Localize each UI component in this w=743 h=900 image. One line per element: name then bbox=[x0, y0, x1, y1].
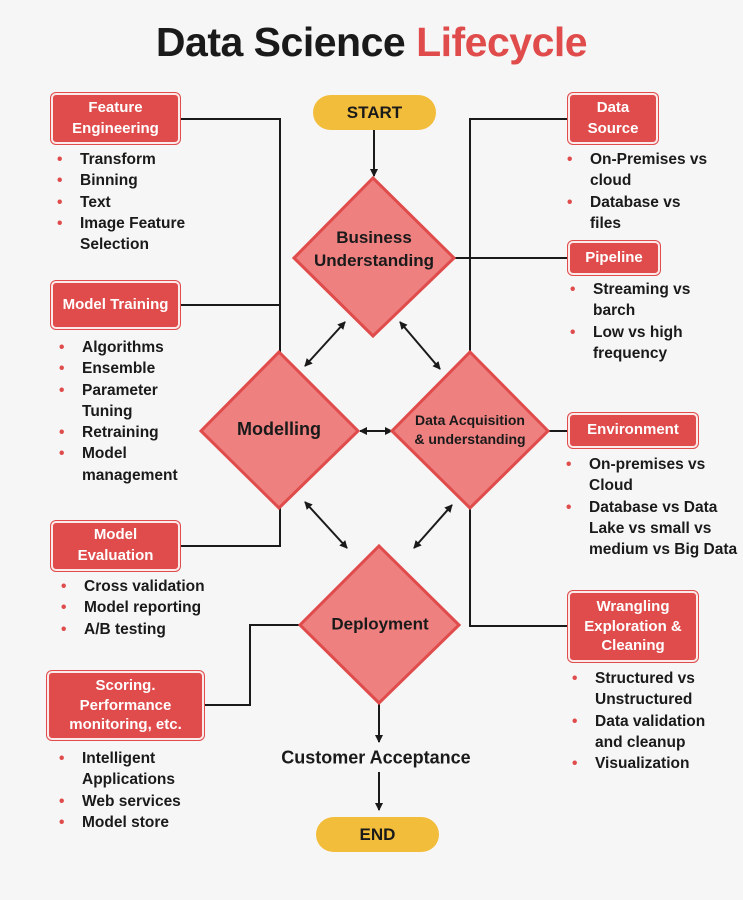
scoring-list: Intelligent Applications Web services Mo… bbox=[55, 748, 181, 833]
pipeline-list: Streaming vs barch Low vs high frequency bbox=[566, 279, 690, 364]
connector-data-source bbox=[469, 118, 568, 352]
environment-box: Environment bbox=[568, 413, 698, 448]
model-evaluation-box: Model Evaluation bbox=[51, 521, 180, 571]
model-training-list: Algorithms Ensemble Parameter Tuning Ret… bbox=[55, 337, 178, 486]
list-item: Cross validation bbox=[57, 576, 205, 598]
business-understanding-label: Business Understanding bbox=[314, 228, 434, 270]
page-title: Data Science Lifecycle bbox=[0, 18, 743, 67]
list-item: Web services bbox=[55, 791, 181, 813]
end-node: END bbox=[316, 817, 439, 852]
list-item: Binning bbox=[53, 170, 185, 192]
data-source-box: Data Source bbox=[568, 93, 658, 144]
list-item: On-Premises vs cloud bbox=[563, 149, 707, 192]
list-item: A/B testing bbox=[57, 619, 205, 641]
list-item: Low vs high frequency bbox=[566, 322, 690, 365]
list-item: Structured vs Unstructured bbox=[568, 668, 705, 711]
list-item: Transform bbox=[53, 149, 185, 171]
list-item: Data validation and cleanup bbox=[568, 711, 705, 754]
list-item: On-premises vs Cloud bbox=[562, 454, 737, 497]
list-item: Retraining bbox=[55, 422, 178, 444]
start-node: START bbox=[313, 95, 436, 130]
arrow-business-acquisition bbox=[399, 321, 441, 370]
wrangling-list: Structured vs Unstructured Data validati… bbox=[568, 668, 705, 775]
arrow-business-modelling bbox=[304, 321, 346, 367]
modelling-label: Modelling bbox=[237, 418, 321, 439]
list-item: Text bbox=[53, 192, 185, 214]
diamond-deployment bbox=[297, 543, 462, 706]
list-item: Intelligent Applications bbox=[55, 748, 181, 791]
list-item: Model management bbox=[55, 443, 178, 486]
customer-acceptance-label: Customer Acceptance bbox=[281, 747, 471, 768]
list-item: Database vs files bbox=[563, 192, 707, 235]
list-item: Visualization bbox=[568, 753, 705, 775]
wrangling-box: Wrangling Exploration & Cleaning bbox=[568, 591, 698, 662]
list-item: Streaming vs barch bbox=[566, 279, 690, 322]
pipeline-box: Pipeline bbox=[568, 241, 660, 275]
deployment-label: Deployment bbox=[331, 614, 429, 634]
diamond-modelling bbox=[198, 349, 361, 511]
title-accent: Lifecycle bbox=[416, 19, 588, 65]
list-item: Ensemble bbox=[55, 358, 178, 380]
list-item: Database vs Data Lake vs small vs medium… bbox=[562, 497, 737, 561]
list-item: Model store bbox=[55, 812, 181, 834]
list-item: Model reporting bbox=[57, 597, 205, 619]
data-source-list: On-Premises vs cloud Database vs files bbox=[563, 149, 707, 234]
connector-wrangling bbox=[469, 508, 568, 627]
arrow-modelling-deployment bbox=[304, 501, 348, 549]
scoring-box: Scoring. Performance monitoring, etc. bbox=[47, 671, 204, 740]
diamond-data-acquisition bbox=[389, 349, 551, 511]
title-main: Data Science bbox=[155, 19, 406, 65]
list-item: Parameter Tuning bbox=[55, 380, 178, 423]
list-item: Image Feature Selection bbox=[53, 213, 185, 256]
model-training-box: Model Training bbox=[51, 281, 180, 329]
feature-engineering-list: Transform Binning Text Image Feature Sel… bbox=[53, 149, 185, 255]
arrow-acquisition-deployment bbox=[413, 504, 453, 549]
connector-model-evaluation bbox=[180, 508, 281, 547]
data-acquisition-label: Data Acquisition & understanding bbox=[414, 412, 526, 447]
model-evaluation-list: Cross validation Model reporting A/B tes… bbox=[57, 576, 205, 640]
connector-scoring bbox=[204, 624, 300, 706]
environment-list: On-premises vs Cloud Database vs Data La… bbox=[562, 454, 737, 560]
list-item: Algorithms bbox=[55, 337, 178, 359]
connector-feature-engineering bbox=[180, 118, 281, 352]
diamond-business-understanding bbox=[291, 175, 457, 339]
feature-engineering-box: Feature Engineering bbox=[51, 93, 180, 144]
